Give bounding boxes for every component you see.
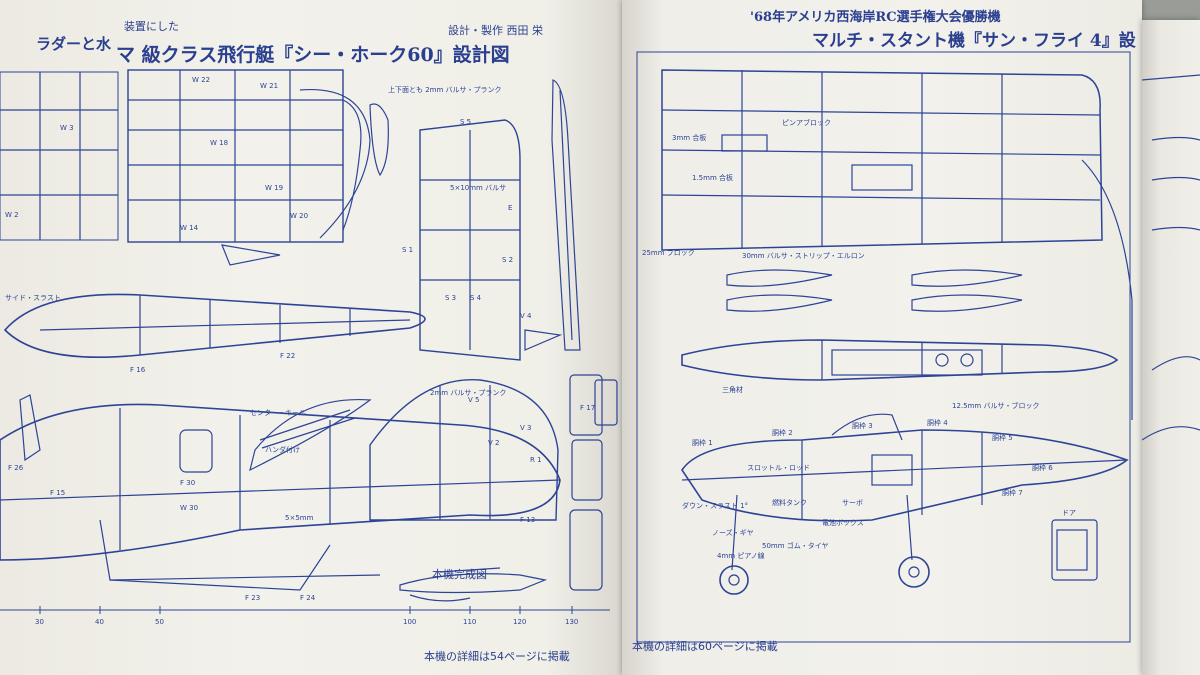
part-label: 胴枠 4 xyxy=(927,418,948,427)
part-label: ドア xyxy=(1062,509,1076,517)
part-label: S 2 xyxy=(502,256,513,264)
part-label: F 16 xyxy=(130,366,146,374)
part-label: F 24 xyxy=(300,594,316,602)
part-label: W 2 xyxy=(5,211,19,219)
part-label: サイド・スラスト xyxy=(5,294,61,302)
part-label: スロットル・ロッド xyxy=(747,464,810,472)
part-label: ノーズ・ギヤ xyxy=(712,528,754,537)
page-subtitle: '68年アメリカ西海岸RC選手権大会優勝機 xyxy=(750,10,1001,25)
part-label: F 23 xyxy=(245,594,260,602)
edge-page-drawing xyxy=(1142,74,1200,441)
page-title: マ 級クラス飛行艇『シー・ホーク60』設計図 xyxy=(116,44,510,66)
part-label: 12.5mm バルサ・ブロック xyxy=(952,401,1039,410)
part-label: W 22 xyxy=(192,76,210,84)
part-label: W 21 xyxy=(260,82,278,90)
part-label: 電池ボックス xyxy=(822,518,864,527)
part-label: 胴枠 7 xyxy=(1002,488,1023,497)
right-blueprint-page: 25mm ブロック 30mm バルサ・ストリップ・エルロン 1.5mm 合板 3… xyxy=(622,0,1142,675)
part-label: 胴枠 5 xyxy=(992,433,1013,442)
scale-tick: 100 xyxy=(403,618,416,626)
part-label: 三角材 xyxy=(722,385,743,394)
scale-tick: 40 xyxy=(95,618,104,626)
part-label: W 14 xyxy=(180,224,199,232)
part-label: 燃料タンク xyxy=(772,498,807,507)
scale-tick: 50 xyxy=(155,618,164,626)
next-page-edge xyxy=(1142,20,1200,675)
right-blueprint-drawing: 25mm ブロック 30mm バルサ・ストリップ・エルロン 1.5mm 合板 3… xyxy=(636,51,1133,643)
part-label: E xyxy=(508,204,512,212)
part-label: F 30 xyxy=(180,479,195,487)
left-blueprint-page: 30 40 50 100 110 120 130 W 22 W 21 W 18 … xyxy=(0,0,622,675)
part-label: サーボ xyxy=(842,499,863,507)
part-label: W 3 xyxy=(60,124,74,132)
part-label: ハンダ付け xyxy=(265,445,300,454)
part-label: 1.5mm 合板 xyxy=(692,173,733,182)
part-label: W 19 xyxy=(265,184,283,192)
part-label: 胴枠 1 xyxy=(692,438,713,447)
scale-tick: 30 xyxy=(35,618,44,626)
part-label: W 30 xyxy=(180,504,198,512)
part-label: S 4 xyxy=(470,294,482,302)
part-label: V 4 xyxy=(520,312,532,320)
part-label: 50mm ゴム・タイヤ xyxy=(762,541,829,550)
part-label: 25mm ブロック xyxy=(642,248,695,257)
page-reference: 本機の詳細は54ページに掲載 xyxy=(424,650,570,663)
part-label: 胴枠 3 xyxy=(852,421,873,430)
part-label: 4mm ピアノ線 xyxy=(717,551,765,560)
part-label: 3mm 合板 xyxy=(672,133,706,142)
part-label: S 5 xyxy=(460,118,471,126)
part-label: V 3 xyxy=(520,424,531,432)
completion-caption: 本機完成図 xyxy=(432,568,487,581)
part-label: F 17 xyxy=(580,404,595,412)
part-label: 5×5mm xyxy=(285,514,314,522)
title-fragment-left: ラダーと水 xyxy=(36,35,112,53)
part-label: S 1 xyxy=(402,246,413,254)
scale-tick: 110 xyxy=(463,618,476,626)
part-label: 2mm バルサ・プランク xyxy=(430,389,506,397)
part-label: F 13 xyxy=(520,516,535,524)
part-label: センター・キール xyxy=(250,408,306,417)
part-label: F 15 xyxy=(50,489,65,497)
part-label: W 20 xyxy=(290,212,308,220)
part-label: V 5 xyxy=(468,396,479,404)
part-label: ダウン・スラスト 1° xyxy=(682,501,748,510)
page-reference: 本機の詳細は60ページに掲載 xyxy=(632,640,778,653)
part-label: F 26 xyxy=(8,464,24,472)
part-label: 胴枠 2 xyxy=(772,428,793,437)
part-label: F 22 xyxy=(280,352,295,360)
part-label: W 18 xyxy=(210,139,228,147)
author-credit: 設計・製作 西田 栄 xyxy=(448,24,543,37)
page-title: マルチ・スタント機『サン・フライ 4』設 xyxy=(812,31,1136,51)
part-label: 5×10mm バルサ xyxy=(450,184,506,192)
part-label: 上下面とも 2mm バルサ・プランク xyxy=(388,85,502,94)
scale-tick: 120 xyxy=(513,618,526,626)
part-label: ピンアブロック xyxy=(782,118,831,127)
part-label: 30mm バルサ・ストリップ・エルロン xyxy=(742,252,865,260)
scale-tick: 130 xyxy=(565,618,578,626)
part-label: V 2 xyxy=(488,439,499,447)
left-blueprint-drawing: 30 40 50 100 110 120 130 W 22 W 21 W 18 … xyxy=(0,69,618,626)
title-fragment-top: 装置にした xyxy=(124,20,179,33)
part-label: R 1 xyxy=(530,456,542,464)
part-label: S 3 xyxy=(445,294,456,302)
part-label: 胴枠 6 xyxy=(1032,463,1053,472)
